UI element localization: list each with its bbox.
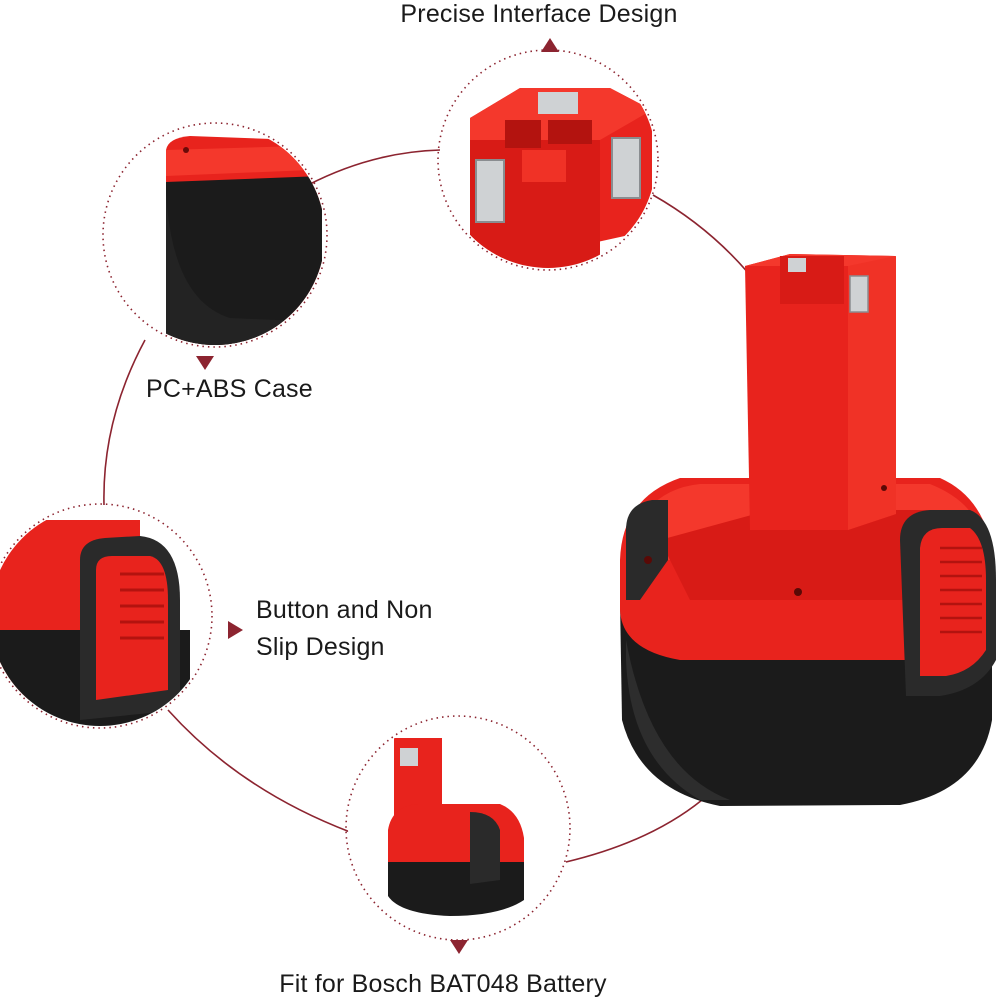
triangle-arrow-icon (541, 38, 559, 52)
label-button-non-slip: Button and Non Slip Design (256, 592, 433, 666)
label-precise-interface: Precise Interface Design (400, 0, 678, 28)
connector-button-fit (167, 709, 351, 833)
detail-button-image (0, 506, 210, 726)
detail-case-image (105, 125, 325, 345)
connector-lines (103, 149, 763, 863)
connector-case-top (307, 149, 441, 186)
triangle-arrow-icon (450, 940, 468, 954)
detail-interface-image (440, 52, 656, 268)
connector-fit-battery (565, 799, 703, 863)
detail-fit-image (348, 718, 568, 938)
label-button-line-1: Button and Non (256, 596, 433, 624)
triangle-arrow-icon (228, 621, 243, 639)
label-fit-bosch: Fit for Bosch BAT048 Battery (279, 970, 607, 998)
pointer-arrows (196, 38, 559, 954)
main-battery (620, 254, 996, 806)
label-button-line-2: Slip Design (256, 633, 385, 661)
label-pc-abs-case: PC+ABS Case (146, 375, 313, 403)
connector-case-button (103, 339, 146, 506)
frame-button (0, 503, 213, 729)
frame-case (102, 122, 328, 348)
frame-fit (345, 715, 571, 941)
triangle-arrow-icon (196, 356, 214, 370)
